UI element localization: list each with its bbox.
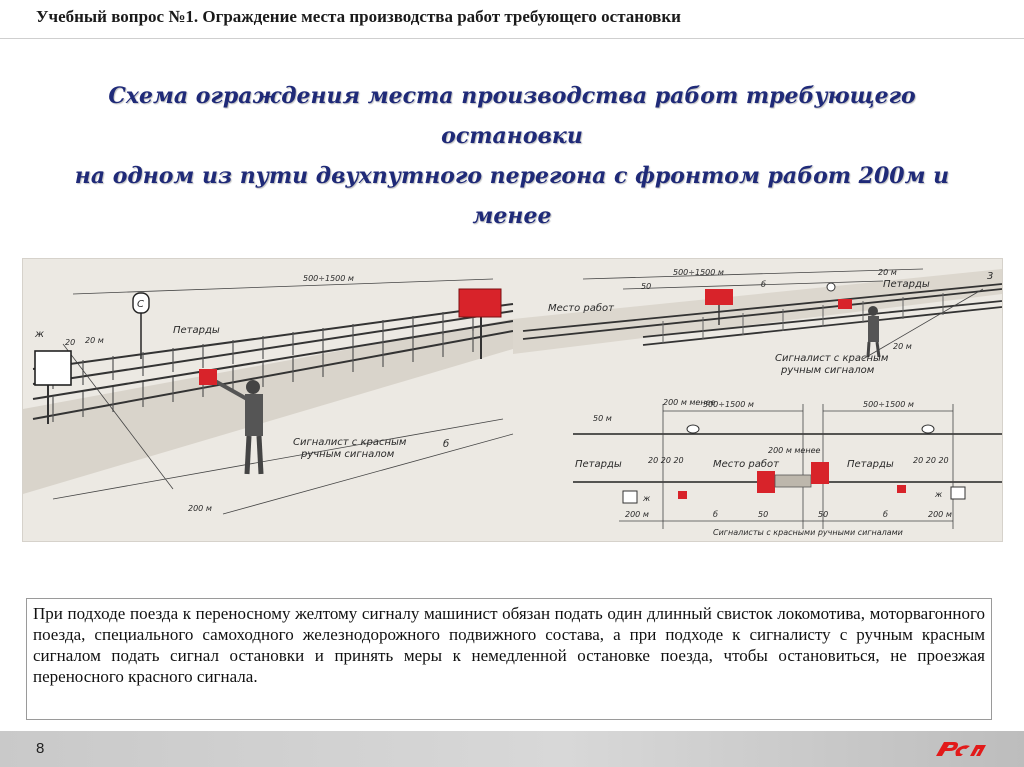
signalman-left bbox=[199, 369, 264, 475]
red-stop-signal-right bbox=[705, 289, 733, 305]
rail bbox=[32, 320, 514, 400]
sleepers-right bbox=[662, 293, 944, 343]
plan-label-50-left: 50 bbox=[758, 510, 768, 519]
rail bbox=[522, 283, 1002, 332]
red-flag-right bbox=[838, 299, 852, 309]
fencing-diagram-svg: ж С 20 20 м Петарды 500÷1500 м Сигналист… bbox=[23, 268, 1002, 537]
plan-label-20-20-20-left: 20 20 20 bbox=[648, 456, 684, 465]
slide-title-line-3: менее bbox=[472, 203, 552, 229]
label-20m-r1: 20 м bbox=[878, 268, 897, 277]
label-petardy-right: Петарды bbox=[883, 279, 930, 290]
ballast-embankment-right bbox=[513, 269, 1002, 354]
plan-label-signalisty: Сигналисты с красными ручными сигналами bbox=[713, 528, 903, 537]
right-perspective-scene: 500÷1500 м 50 б Место работ Петарды 20 м… bbox=[513, 268, 1002, 423]
label-signalist-left-2: ручным сигналом bbox=[300, 449, 395, 460]
plan-scheme: 500÷1500 м 500÷1500 м Петарды 20 20 20 М… bbox=[573, 400, 1002, 537]
label-500-1500-mid: 500÷1500 м bbox=[673, 268, 724, 277]
label-b-low: б bbox=[443, 438, 449, 450]
plan-label-petardy-right: Петарды bbox=[847, 459, 894, 470]
fencing-diagram: ж С 20 20 м Петарды 500÷1500 м Сигналист… bbox=[22, 258, 1003, 542]
slide-header: Учебный вопрос №1. Ограждение места прои… bbox=[0, 0, 1024, 39]
slide-title-line-2: на одном из пути двухпутного перегона с … bbox=[74, 163, 950, 189]
plan-hand-signal-left bbox=[678, 491, 687, 499]
label-50-mid: 50 bbox=[641, 282, 651, 291]
rail bbox=[522, 288, 1002, 340]
plan-label-b-right: б bbox=[883, 510, 888, 519]
plan-label-50-right: 50 bbox=[818, 510, 828, 519]
yellow-signal-board bbox=[34, 350, 72, 386]
plan-label-500-1500-left: 500÷1500 м bbox=[703, 400, 754, 409]
body-paragraph: При подходе поезда к переносному желтому… bbox=[33, 604, 985, 686]
label-200-menee: 200 м менее bbox=[663, 398, 716, 407]
label-b-mid: б bbox=[761, 280, 766, 289]
plan-lamp-left bbox=[686, 424, 700, 434]
signalman-right bbox=[866, 306, 881, 358]
red-stop-signal bbox=[458, 288, 502, 318]
label-20m: 20 м bbox=[85, 336, 104, 345]
plan-red-signal-right bbox=[811, 462, 829, 484]
label-petardy-left: Петарды bbox=[173, 325, 220, 336]
plan-work-zone bbox=[774, 474, 812, 488]
slide-title: Схема ограждения места производства рабо… bbox=[40, 76, 984, 236]
plan-red-signal-left bbox=[757, 471, 775, 493]
ballast-embankment bbox=[23, 319, 513, 494]
plan-label-200m-left: 200 м bbox=[625, 510, 649, 519]
dimension-lines bbox=[52, 278, 514, 515]
label-20m-r2: 20 м bbox=[893, 342, 912, 351]
plan-label-200-menee: 200 м менее bbox=[768, 446, 821, 455]
plan-label-mesto-rabot: Место работ bbox=[713, 458, 780, 470]
label-mesto-rabot: Место работ bbox=[548, 302, 615, 314]
label-track-no: 3 bbox=[987, 271, 993, 282]
slide-footer: 8 bbox=[0, 731, 1024, 767]
red-hand-flag bbox=[199, 369, 217, 385]
plan-label-200m-right: 200 м bbox=[928, 510, 952, 519]
plan-yellow-signal-left bbox=[622, 490, 638, 504]
label-s: С bbox=[137, 299, 144, 310]
rzd-logo-icon bbox=[936, 742, 986, 756]
plan-label-b-left: б bbox=[713, 510, 718, 519]
plan-yellow-signal-right bbox=[950, 486, 966, 500]
label-signalist-left-1: Сигналист с красным bbox=[293, 437, 407, 448]
plan-label-petardy-left: Петарды bbox=[575, 459, 622, 470]
left-perspective-scene: ж С 20 20 м Петарды 500÷1500 м Сигналист… bbox=[23, 274, 514, 515]
label-200m-low: 200 м bbox=[188, 504, 212, 513]
label-signalist-right-1: Сигналист с красным bbox=[775, 353, 889, 364]
label-zh: ж bbox=[34, 329, 44, 340]
plan-label-zh-left: ж bbox=[642, 494, 651, 503]
plan-label-500-1500-right: 500÷1500 м bbox=[863, 400, 914, 409]
plan-label-20-20-20-right: 20 20 20 bbox=[913, 456, 949, 465]
plan-dimensions bbox=[619, 404, 954, 529]
dimension-lines-right bbox=[582, 268, 984, 360]
plan-hand-signal-right bbox=[897, 485, 906, 493]
header-title: Учебный вопрос №1. Ограждение места прои… bbox=[36, 7, 681, 26]
whistle-sign bbox=[132, 292, 150, 314]
label-signalist-right-2: ручным сигналом bbox=[780, 365, 875, 376]
page-number: 8 bbox=[36, 740, 45, 757]
plan-lamp-right bbox=[921, 424, 935, 434]
lamp bbox=[826, 282, 836, 292]
plan-label-zh-right: ж bbox=[934, 490, 943, 499]
body-text-box: При подходе поезда к переносному желтому… bbox=[26, 598, 992, 720]
label-20: 20 bbox=[65, 338, 75, 347]
label-500-1500-top: 500÷1500 м bbox=[303, 274, 354, 283]
slide-title-line-1: Схема ограждения места производства рабо… bbox=[108, 83, 916, 149]
label-50m-low: 50 м bbox=[593, 414, 612, 423]
